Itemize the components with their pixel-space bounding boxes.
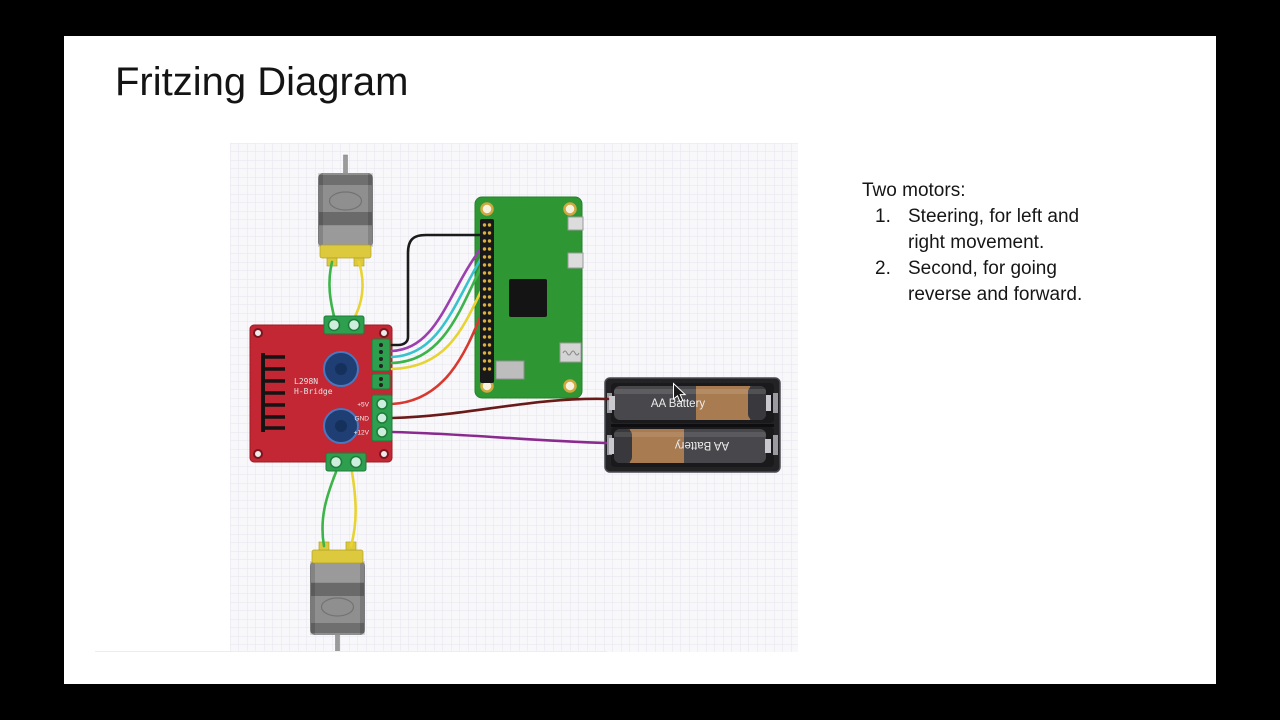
wire-power-maroon (390, 397, 610, 420)
battery-aa-top: AA Battery (607, 386, 778, 420)
slide-title: Fritzing Diagram (115, 60, 409, 104)
l298n-driver-board: L298N H-Bridge +5V GND +12V (249, 324, 393, 463)
wires (321, 233, 610, 548)
capacitor-icon (323, 351, 359, 387)
raspberry-pi-zero (474, 196, 584, 399)
micro-usb-port (567, 252, 584, 269)
microsd-slot (495, 360, 525, 380)
list-item-text: Second, for going reverse and forward. (908, 258, 1083, 305)
board-label-line2: H-Bridge (294, 387, 333, 396)
wire-signal-yellow (390, 287, 484, 371)
heatsink-icon (261, 353, 285, 432)
battery-aa-bottom: AA Battery (607, 429, 778, 463)
list-item-number: 2. (875, 258, 891, 279)
list-item: 1. Steering, for left and right movement… (862, 204, 1192, 256)
gpio-header (480, 219, 494, 383)
notes-list: 1. Steering, for left and right movement… (862, 204, 1192, 308)
list-item: 2. Second, for going reverse and forward… (862, 256, 1192, 308)
wire-signal-black (390, 233, 484, 347)
list-item-text: Steering, for left and right movement. (908, 206, 1080, 253)
wire-signal-green (390, 263, 484, 365)
power-pin-label-5v: +5V (357, 402, 369, 409)
battery-label-top: AA Battery (651, 398, 706, 410)
wire-signal-cyan (390, 255, 484, 359)
wire-motor-bottom-yellow (349, 470, 357, 548)
wire-signal-purple (390, 245, 484, 353)
battery-label-bottom: AA Battery (675, 439, 730, 451)
wire-power-red (390, 311, 484, 406)
wire-motor-bottom-green (321, 470, 338, 548)
notes-block: Two motors: 1. Steering, for left and ri… (862, 178, 1192, 308)
slide-footer-line (95, 651, 607, 681)
list-item-number: 1. (875, 206, 891, 227)
power-pin-label-gnd: GND (355, 416, 370, 423)
battery-holder: AA Battery AA Battery (604, 377, 781, 473)
notes-heading: Two motors: (862, 180, 966, 201)
micro-usb-port (567, 216, 584, 231)
power-pin-label-12v: +12V (354, 430, 370, 437)
slide: Fritzing Diagram (64, 36, 1216, 684)
wire-motor-top-green (328, 260, 337, 322)
soc-chip (509, 279, 547, 317)
l298n-terminals (323, 315, 393, 472)
mini-hdmi-port (559, 342, 582, 363)
mouse-cursor-icon (672, 382, 688, 404)
fritzing-diagram: L298N H-Bridge +5V GND +12V (230, 143, 798, 654)
capacitor-icon (323, 408, 359, 444)
board-label-line1: L298N (294, 377, 318, 386)
wire-power-purple (390, 430, 608, 445)
